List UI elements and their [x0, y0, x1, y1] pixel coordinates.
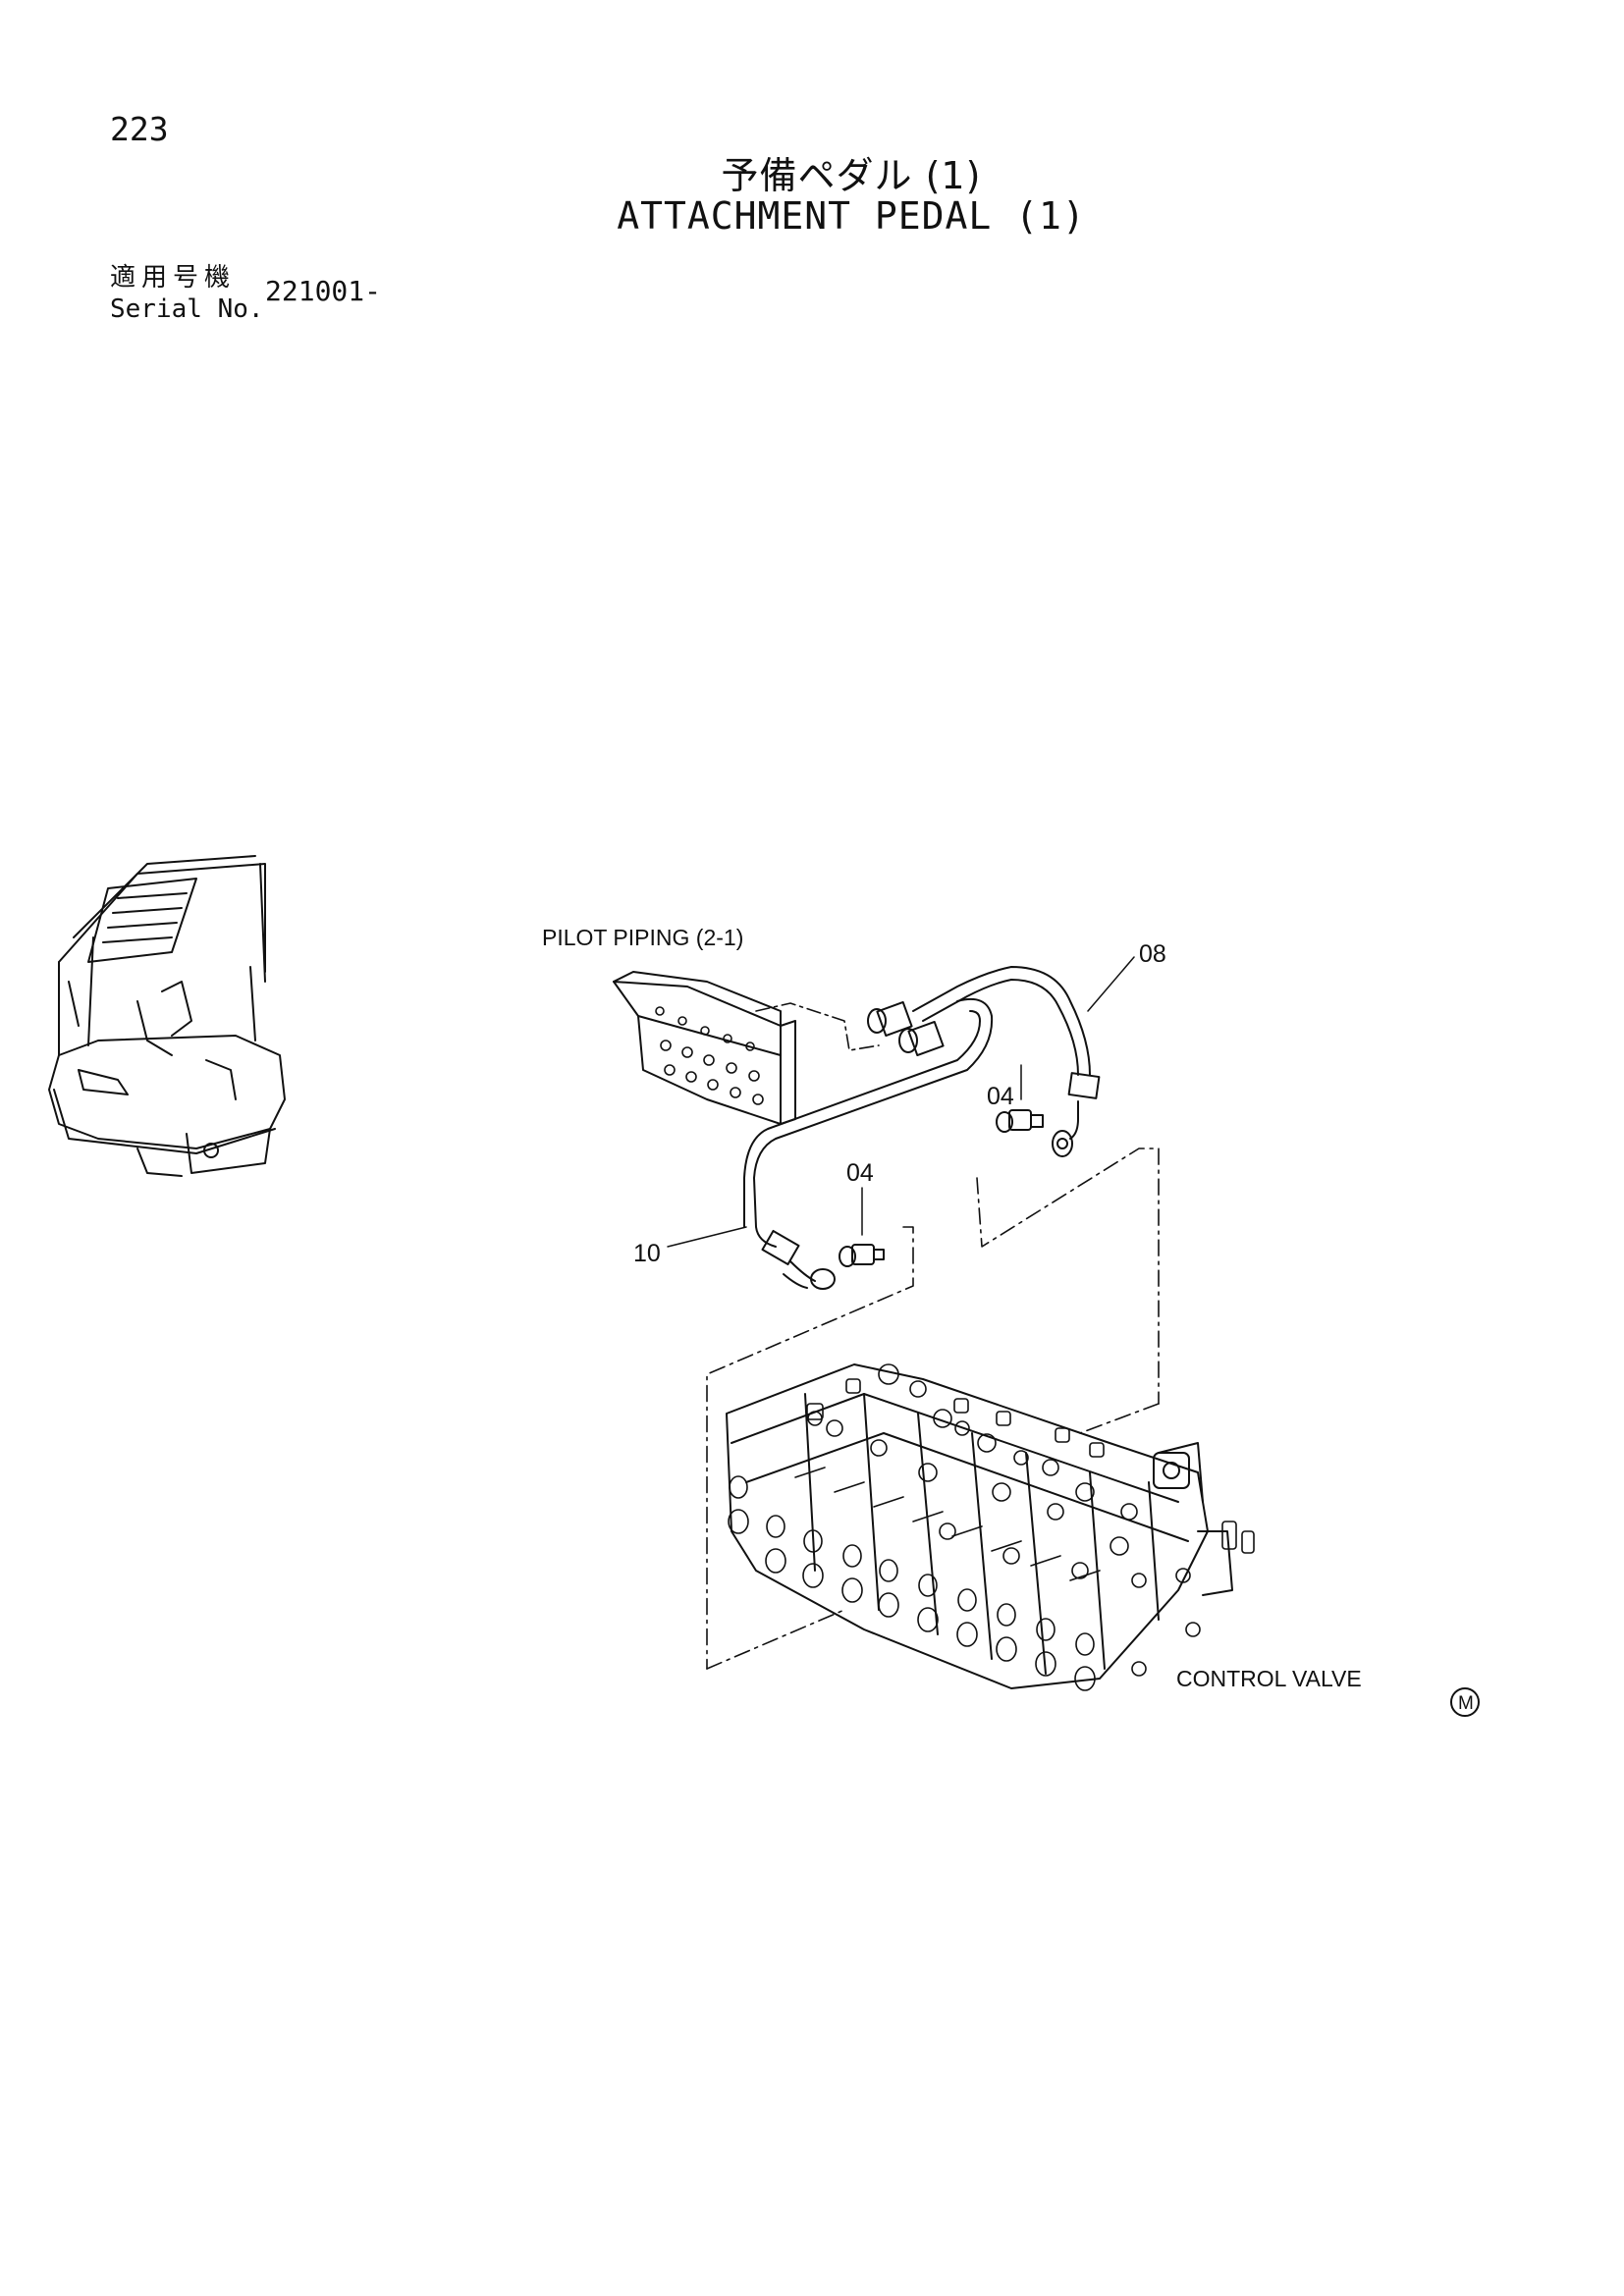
- hose-10: [743, 997, 994, 1290]
- pilot-piping-plate: [613, 971, 796, 1125]
- svg-text:M: M: [1458, 1693, 1474, 1714]
- callout-08: 08: [1139, 940, 1166, 968]
- callout-04-upper: 04: [987, 1083, 1014, 1110]
- circled-m-mark: M: [1450, 1687, 1480, 1717]
- page-title-japanese: 予備ペダル (1): [721, 154, 982, 197]
- control-valve-assembly: [726, 1363, 1255, 1691]
- serial-label-english: Serial No.: [110, 294, 264, 324]
- pilot-piping-label: PILOT PIPING (2-1): [542, 925, 743, 950]
- hose-08: [867, 966, 1101, 1157]
- page-title-english: ATTACHMENT PEDAL (1): [617, 194, 1086, 238]
- serial-number-value: 221001-: [265, 275, 382, 307]
- callout-10: 10: [633, 1240, 661, 1267]
- control-valve-label: CONTROL VALVE: [1176, 1666, 1362, 1691]
- callout-04-lower: 04: [846, 1159, 874, 1187]
- page-number: 223: [110, 110, 169, 148]
- connector-04-lower: [839, 1187, 885, 1267]
- connector-04-upper: [996, 1064, 1044, 1133]
- excavator-thumbnail: [48, 855, 286, 1177]
- serial-label-japanese: 適用号機: [110, 263, 237, 293]
